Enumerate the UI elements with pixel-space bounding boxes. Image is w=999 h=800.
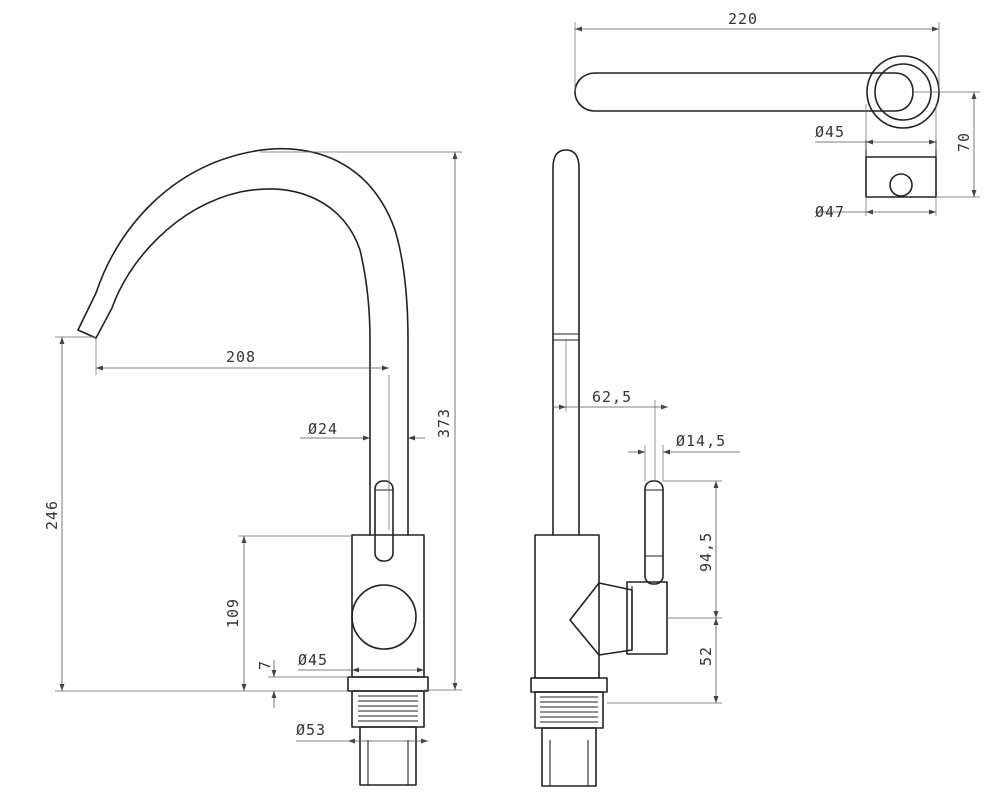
dim-top-height: 70 (955, 132, 973, 152)
dim-tube-dia: Ø24 (308, 420, 338, 438)
dim-base-gap: 7 (256, 660, 274, 670)
dim-top-dia-lower: Ø47 (815, 203, 845, 221)
dim-top-length: 220 (728, 10, 758, 28)
side-lever (569, 582, 633, 656)
front-shank (359, 726, 417, 786)
side-shank (541, 727, 597, 787)
dim-body-dia: Ø45 (298, 651, 328, 669)
top-view: 220 Ø45 70 Ø47 (574, 10, 980, 221)
dim-lever-height: 52 (697, 646, 715, 666)
dim-handle-dia: Ø14,5 (676, 432, 726, 450)
front-base-ring (347, 676, 429, 692)
front-lever-disc (351, 584, 417, 650)
front-handle (374, 480, 394, 562)
top-handle-circle (889, 173, 913, 197)
dim-spout-reach: 208 (226, 348, 256, 366)
side-lever-cap (626, 581, 668, 655)
side-view: 62,5 Ø14,5 94,5 52 (530, 149, 740, 787)
top-lower-body (865, 156, 937, 198)
front-thread (351, 690, 425, 728)
side-base-ring (530, 677, 608, 693)
dim-body-height: 109 (224, 598, 242, 628)
dim-spout-height: 246 (43, 500, 61, 530)
dim-thread-dia: Ø53 (296, 721, 326, 739)
side-body (534, 534, 600, 679)
front-spout-inner (95, 188, 371, 536)
dim-top-dia-upper: Ø45 (815, 123, 845, 141)
dim-handle-height: 94,5 (697, 532, 715, 572)
side-handle (644, 480, 664, 585)
front-view: 208 Ø24 373 246 109 7 Ø45 Ø53 (43, 147, 462, 786)
front-spout-outer (77, 147, 409, 536)
top-spout (574, 72, 914, 112)
dim-handle-offset: 62,5 (592, 388, 632, 406)
side-thread (534, 691, 604, 729)
dim-total-height: 373 (435, 408, 453, 438)
side-spout (552, 149, 580, 536)
